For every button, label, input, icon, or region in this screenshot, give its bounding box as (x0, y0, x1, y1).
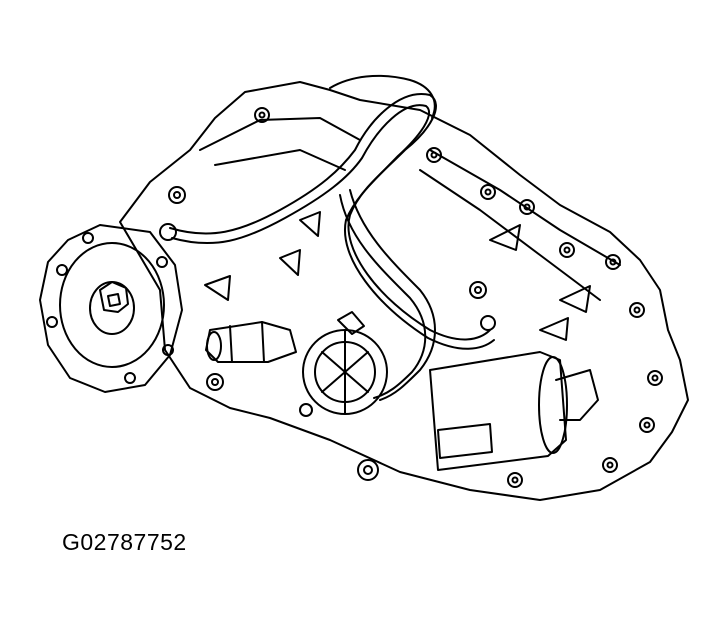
output-shaft-nut (99, 281, 129, 313)
housing-outline (119, 81, 689, 501)
cast-ribs (204, 211, 591, 341)
actuator-cylinder (429, 351, 599, 471)
figure-id-label: G02787752 (62, 529, 187, 555)
wiring-harness (169, 74, 495, 401)
housing-bolts (159, 107, 663, 488)
speed-sensor (205, 321, 297, 363)
shift-motor (302, 311, 388, 415)
housing-ridge (199, 117, 621, 301)
